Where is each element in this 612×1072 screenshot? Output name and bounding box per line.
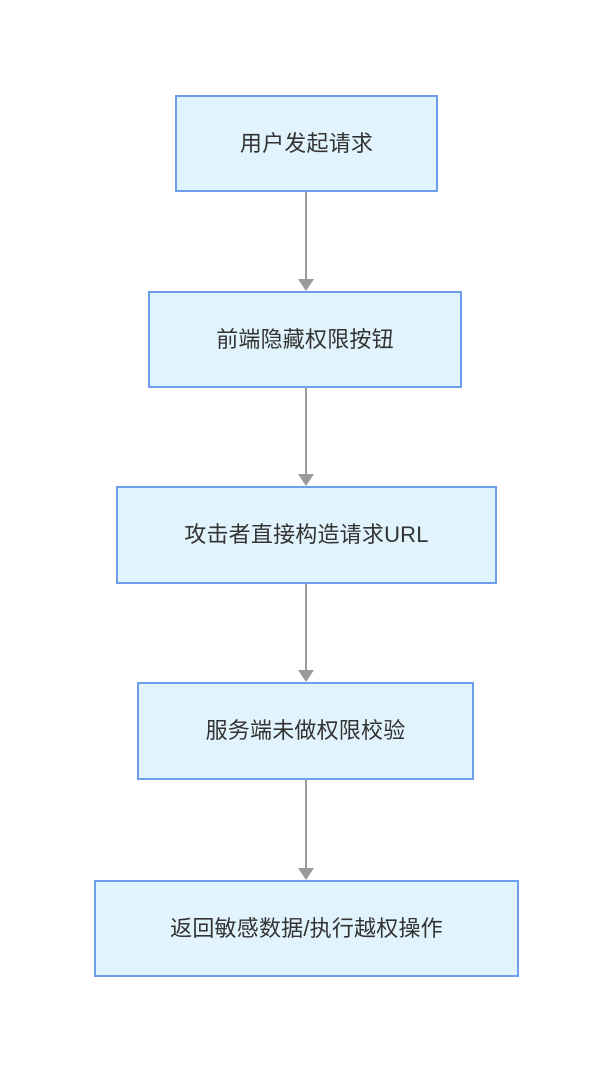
flow-node-n4[interactable]: 服务端未做权限校验 (137, 682, 474, 780)
connector-line (305, 192, 307, 280)
arrowhead-down-icon (298, 868, 314, 880)
flow-node-label: 前端隐藏权限按钮 (216, 326, 394, 352)
flow-node-label: 服务端未做权限校验 (205, 718, 406, 744)
flow-node-n3[interactable]: 攻击者直接构造请求URL (116, 486, 497, 584)
flow-connector-n2-to-n3 (298, 388, 314, 486)
flow-node-n5[interactable]: 返回敏感数据/执行越权操作 (94, 880, 519, 977)
arrowhead-down-icon (298, 279, 314, 291)
flow-connector-n1-to-n2 (298, 192, 314, 291)
flow-node-label: 返回敏感数据/执行越权操作 (170, 915, 443, 941)
flow-connector-n3-to-n4 (298, 584, 314, 682)
connector-line (305, 584, 307, 671)
flow-connector-n4-to-n5 (298, 780, 314, 880)
connector-line (305, 388, 307, 475)
flow-node-label: 攻击者直接构造请求URL (184, 522, 429, 548)
flow-node-label: 用户发起请求 (239, 130, 374, 156)
arrowhead-down-icon (298, 474, 314, 486)
flow-node-n2[interactable]: 前端隐藏权限按钮 (148, 291, 462, 388)
flow-node-n1[interactable]: 用户发起请求 (175, 95, 438, 192)
connector-line (305, 780, 307, 869)
arrowhead-down-icon (298, 670, 314, 682)
